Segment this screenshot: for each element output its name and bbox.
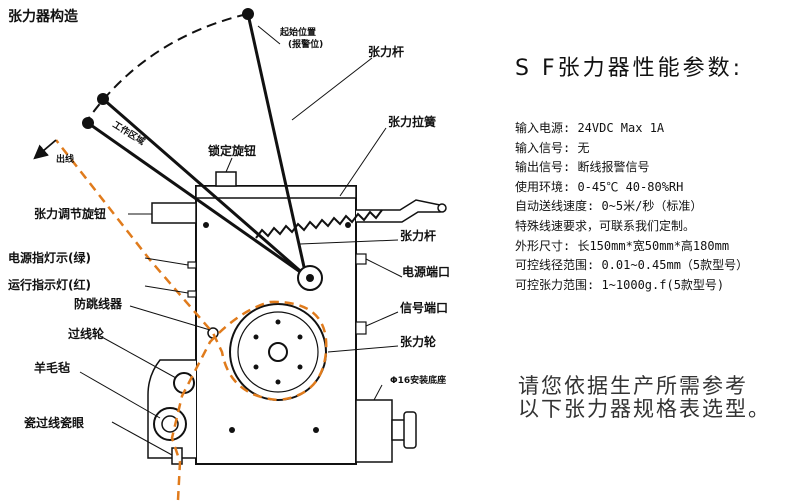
label-base: Φ16安装底座 bbox=[390, 374, 446, 386]
rod-tip-working-lower bbox=[82, 117, 94, 129]
spec-item: 外形尺寸: 长150mm*宽50mm*高180mm bbox=[515, 238, 730, 253]
out-arrow bbox=[33, 139, 57, 160]
label-tension-wheel: 张力轮 bbox=[400, 334, 437, 349]
spec-item: 可控张力范围: 1~1000g.f(5款型号) bbox=[515, 277, 725, 292]
label-tension-rod-top: 张力杆 bbox=[368, 44, 404, 59]
label-tension-spring: 张力拉簧 bbox=[388, 114, 436, 129]
run-indicator-light bbox=[187, 290, 197, 298]
label-start-position: 起始位置 bbox=[279, 26, 316, 38]
spec-item: 特殊线速要求，可联系我们定制。 bbox=[515, 218, 696, 233]
tension-adjust-knob bbox=[151, 202, 197, 224]
lock-knob bbox=[215, 171, 237, 187]
specs-title: S F张力器性能参数: bbox=[515, 56, 744, 81]
label-ceramic-eye: 瓷过线瓷眼 bbox=[24, 415, 84, 430]
top-bracket bbox=[195, 185, 357, 199]
label-out-line: 出线 bbox=[56, 153, 74, 165]
spec-item: 使用环境: 0-45℃ 40-80%RH bbox=[515, 179, 684, 194]
rod-pivot-center bbox=[306, 274, 314, 282]
power-indicator-light bbox=[187, 261, 197, 269]
tension-wheel-hub bbox=[268, 342, 288, 362]
spec-item: 输入信号: 无 bbox=[515, 140, 590, 155]
arm-end-cap bbox=[437, 203, 447, 213]
label-signal-port: 信号端口 bbox=[400, 300, 448, 315]
felt-pad-inner bbox=[161, 415, 179, 433]
label-anti-jump: 防跳线器 bbox=[74, 296, 123, 311]
spec-list: 输入电源: 24VDC Max 1A 输入信号: 无 输出信号: 断线报警信号 … bbox=[515, 119, 748, 295]
label-power-indicator: 电源指灯示(绿) bbox=[8, 250, 91, 265]
label-alarm-position: (报警位) bbox=[288, 38, 323, 50]
base-mount bbox=[355, 399, 393, 463]
note-line-2: 以下张力器规格表选型。 bbox=[518, 397, 771, 421]
spec-item: 输入电源: 24VDC Max 1A bbox=[515, 121, 665, 135]
label-lock-knob: 锁定旋钮 bbox=[208, 143, 256, 158]
base-knob bbox=[403, 411, 417, 449]
spec-item: 输出信号: 断线报警信号 bbox=[515, 160, 650, 175]
body-screws bbox=[203, 222, 351, 433]
tension-spring bbox=[255, 209, 383, 239]
tension-rod bbox=[246, 13, 308, 277]
selection-note: 请您依据生产所需参考 以下张力器规格表选型。 bbox=[518, 375, 771, 421]
wheel-holes bbox=[253, 319, 303, 385]
power-port-connector bbox=[355, 253, 367, 265]
label-felt: 羊毛毡 bbox=[34, 360, 70, 375]
label-wire-wheel: 过线轮 bbox=[68, 326, 105, 341]
spec-item: 可控线径范围: 0.01~0.45mm（5款型号） bbox=[515, 258, 749, 273]
right-arm-bracket bbox=[356, 199, 441, 223]
ceramic-eye bbox=[171, 447, 183, 465]
label-tension-rod-mid: 张力杆 bbox=[400, 228, 436, 243]
spec-item: 自动送线速度: 0~5米/秒（标准） bbox=[515, 199, 703, 214]
leader-lines bbox=[79, 25, 403, 456]
swing-arc bbox=[81, 13, 248, 129]
rod-working-lower bbox=[87, 121, 307, 278]
wire-path bbox=[55, 139, 328, 501]
label-run-indicator: 运行指示灯(红) bbox=[8, 277, 91, 292]
diagram-title: 张力器构造 bbox=[8, 8, 78, 25]
rod-working-upper bbox=[102, 97, 307, 278]
signal-port-connector bbox=[355, 321, 367, 335]
label-power-port: 电源端口 bbox=[402, 264, 450, 279]
label-tension-adjust-knob: 张力调节旋钮 bbox=[34, 206, 106, 221]
rod-tip-working-upper bbox=[97, 93, 109, 105]
rod-tip-top bbox=[242, 8, 254, 20]
note-line-1: 请您依据生产所需参考 bbox=[518, 374, 748, 398]
